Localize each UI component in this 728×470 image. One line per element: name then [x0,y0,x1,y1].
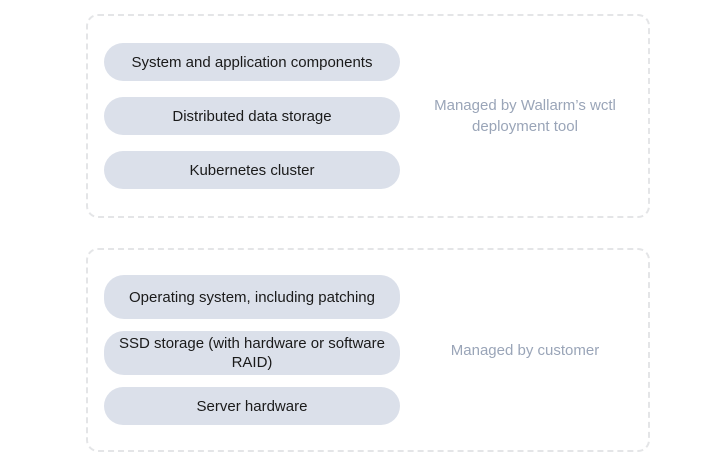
pill-server-hardware: Server hardware [104,387,400,425]
pill-label: Distributed data storage [172,107,332,125]
pill-label: System and application components [131,53,373,71]
caption-line: Managed by Wallarm’s [434,97,586,114]
caption-column-customer-managed: Managed by customer [402,250,648,450]
caption-line: Managed by customer [450,341,600,359]
pill-stack-customer-managed: Operating system, including patching SSD… [88,275,402,425]
pill-label: SSD storage (with hardware or software R… [119,335,385,371]
pill-stack-wallarm-managed: System and application components Distri… [88,43,402,189]
pill-label: Server hardware [196,397,308,415]
pill-ssd-storage: SSD storage (with hardware or software R… [104,331,400,375]
pill-label: Kubernetes cluster [189,161,315,179]
caption-wallarm-managed: Managed by Wallarm’s wctl deployment too… [425,95,625,137]
pill-system-and-application-components: System and application components [104,43,400,81]
caption-column-wallarm-managed: Managed by Wallarm’s wctl deployment too… [402,16,648,216]
caption-customer-managed: Managed by customer [451,340,599,361]
pill-operating-system-including-patching: Operating system, including patching [104,275,400,319]
group-customer-managed: Operating system, including patching SSD… [86,248,650,452]
pill-kubernetes-cluster: Kubernetes cluster [104,151,400,189]
caption-line: wctl deployment tool [472,97,616,135]
pill-label: Operating system, including patching [129,288,375,306]
pill-distributed-data-storage: Distributed data storage [104,97,400,135]
group-wallarm-managed: System and application components Distri… [86,14,650,218]
